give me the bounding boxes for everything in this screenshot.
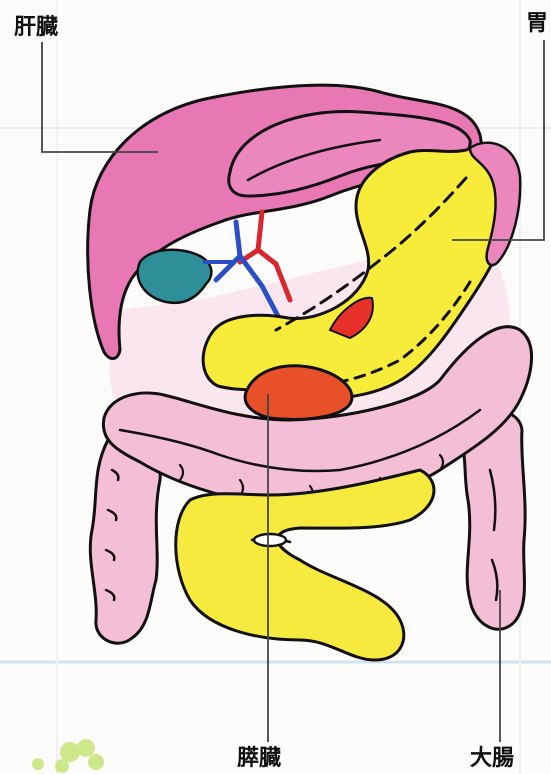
label-liver: 肝臓 — [14, 17, 58, 39]
label-pancreas: 膵臓 — [237, 748, 281, 770]
label-stomach: 胃 — [526, 13, 548, 35]
small-intestine — [176, 470, 434, 660]
label-large-intestine: 大腸 — [470, 748, 514, 770]
gallbladder — [138, 250, 212, 303]
paint-splash — [32, 739, 104, 773]
